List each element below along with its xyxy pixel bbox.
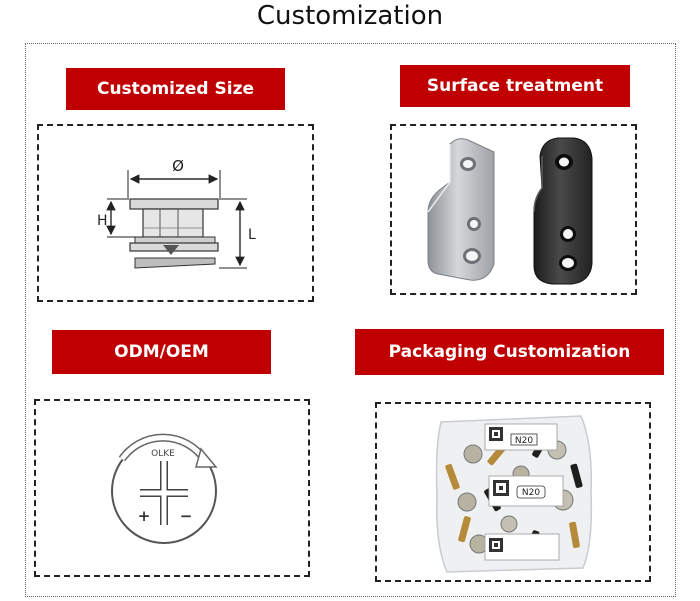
odm-oem-panel: OLKE + − bbox=[34, 399, 310, 577]
package-code-top: N20 bbox=[515, 436, 533, 446]
customized-size-label: Customized Size bbox=[66, 68, 285, 110]
brand-logo-image: OLKE + − bbox=[111, 433, 218, 544]
length-label: L bbox=[248, 227, 256, 243]
package-code-middle: N20 bbox=[522, 488, 540, 498]
black-bracket bbox=[533, 137, 593, 285]
page-title: Customization bbox=[256, 1, 444, 31]
package-label-middle: N20 bbox=[488, 475, 564, 507]
rail-brackets-image bbox=[427, 137, 593, 285]
diameter-symbol: Ø bbox=[172, 157, 184, 175]
plus-sign: + bbox=[138, 507, 151, 525]
packaging-panel: N20 N20 bbox=[375, 402, 651, 582]
size-diagram-panel: Ø H L bbox=[37, 124, 314, 302]
surface-treatment-panel bbox=[390, 124, 637, 295]
minus-sign: − bbox=[180, 507, 193, 525]
packaged-fittings-image: N20 N20 bbox=[435, 415, 593, 573]
packaging-customization-label: Packaging Customization bbox=[355, 329, 664, 375]
surface-treatment-label: Surface treatment bbox=[400, 65, 630, 107]
height-label: H bbox=[97, 213, 108, 229]
package-label-bottom bbox=[484, 533, 560, 561]
package-label-top: N20 bbox=[484, 423, 558, 451]
logo-brand-text: OLKE bbox=[151, 449, 175, 459]
dimension-diagram: Ø H L bbox=[97, 157, 256, 269]
customization-frame bbox=[25, 43, 676, 597]
silver-bracket bbox=[427, 138, 495, 281]
odm-oem-label: ODM/OEM bbox=[52, 330, 271, 374]
